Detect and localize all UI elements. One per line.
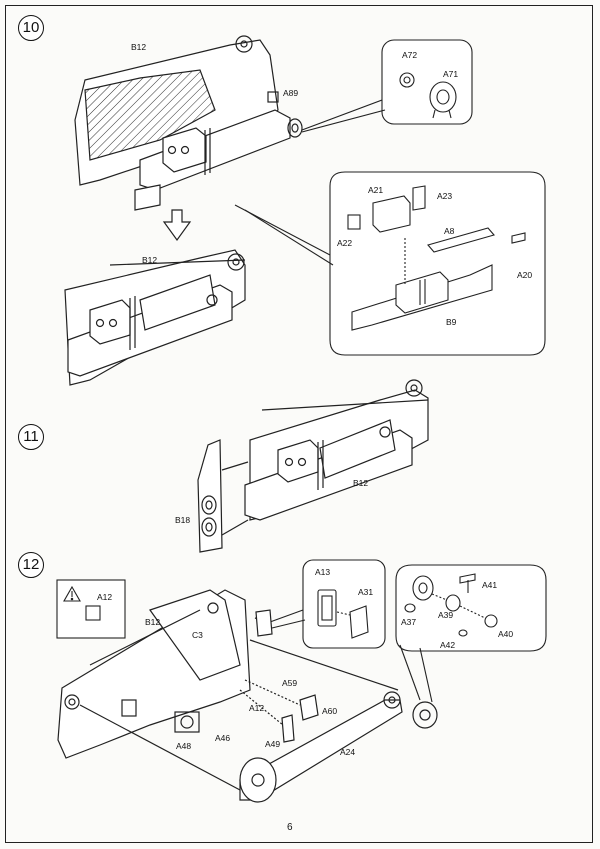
label-a12: A12 [249, 703, 265, 713]
step10-hull-frame-assembled [64, 249, 246, 386]
label-a41: A41 [482, 580, 498, 590]
label-a37: A37 [401, 617, 417, 627]
page-number: 6 [287, 822, 293, 833]
label-a42: A42 [440, 640, 456, 650]
detail-bubble-a72-a71 [301, 39, 473, 133]
label-b12-assembled: B12 [142, 255, 158, 265]
label-a20: A20 [517, 270, 533, 280]
label-c3: C3 [192, 630, 203, 640]
label-a71: A71 [443, 69, 459, 79]
label-b12-step11: B12 [353, 478, 369, 488]
step12-hull [57, 589, 438, 803]
label-a72: A72 [402, 50, 418, 60]
step-number-12: 12 [18, 552, 44, 578]
step10-hull-frame-top [74, 35, 303, 211]
label-a13: A13 [315, 567, 331, 577]
label-b9: B9 [446, 317, 457, 327]
label-a59: A59 [282, 678, 298, 688]
detail-bubble-a21-b9 [234, 171, 546, 356]
label-a21: A21 [368, 185, 384, 195]
step11-hull-frame [244, 379, 429, 521]
warning-box [56, 579, 126, 639]
step-number-11: 11 [18, 424, 44, 450]
label-b18: B18 [175, 515, 191, 525]
label-a8: A8 [444, 226, 455, 236]
page-border [5, 5, 593, 843]
label-a31: A31 [358, 587, 374, 597]
label-a89: A89 [283, 88, 299, 98]
label-a23: A23 [437, 191, 453, 201]
label-a24: A24 [340, 747, 356, 757]
label-a12-warning: A12 [97, 592, 113, 602]
detail-bubble-a13-a31 [269, 559, 386, 649]
label-b12: B12 [131, 42, 147, 52]
step10-down-arrow [162, 209, 192, 242]
label-a22: A22 [337, 238, 353, 248]
label-b12-step12: B12 [145, 617, 161, 627]
detail-bubble-a37-a42 [395, 564, 547, 703]
label-a39: A39 [438, 610, 454, 620]
label-a49: A49 [265, 739, 281, 749]
label-a40: A40 [498, 629, 514, 639]
label-a46: A46 [215, 733, 231, 743]
step-number-10: 10 [18, 15, 44, 41]
part-b18-plate [197, 439, 249, 553]
label-a60: A60 [322, 706, 338, 716]
label-a48: A48 [176, 741, 192, 751]
